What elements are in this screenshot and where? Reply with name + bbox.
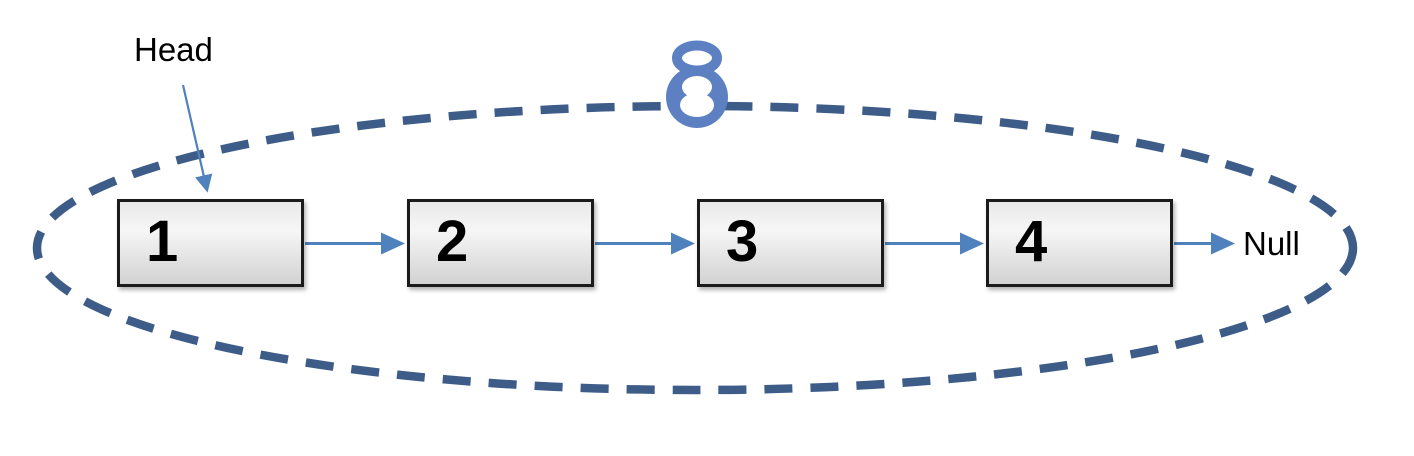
next-pointer-arrow-4-null bbox=[1174, 232, 1235, 255]
next-pointer-arrow-2-3 bbox=[595, 232, 695, 255]
list-node-4: 4 bbox=[986, 199, 1173, 287]
null-label: Null bbox=[1243, 225, 1300, 262]
kettlebell-icon bbox=[666, 40, 728, 128]
node-value: 2 bbox=[436, 209, 469, 274]
node-value: 1 bbox=[146, 209, 179, 274]
list-node-2: 2 bbox=[407, 199, 594, 287]
head-label: Head bbox=[134, 31, 213, 68]
head-pointer-arrow bbox=[181, 84, 213, 193]
node-value: 4 bbox=[1015, 209, 1048, 274]
node-value: 3 bbox=[726, 209, 759, 274]
next-pointer-arrow-3-4 bbox=[885, 232, 984, 255]
list-node-1: 1 bbox=[117, 199, 304, 287]
list-node-3: 3 bbox=[697, 199, 884, 287]
next-pointer-arrow-1-2 bbox=[305, 232, 405, 255]
